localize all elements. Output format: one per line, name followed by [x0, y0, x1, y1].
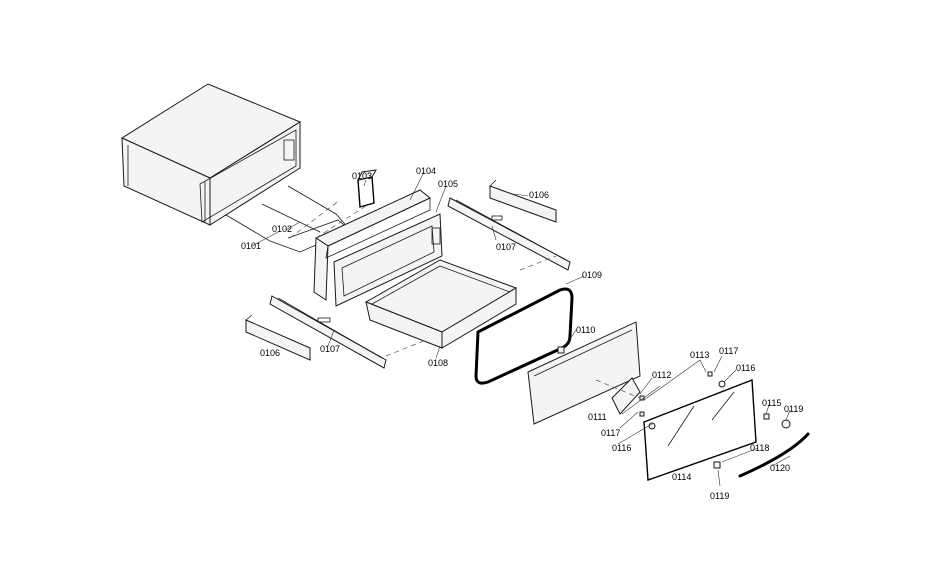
- inner-panel-0105: [333, 213, 443, 307]
- label-0117: 0117: [719, 346, 738, 356]
- label-0114: 0114: [672, 472, 691, 482]
- slide-0107-upper: [447, 197, 571, 271]
- label-0112: 0112: [652, 370, 671, 380]
- label-0104: 0104: [416, 166, 436, 176]
- label-0120: 0120: [770, 463, 790, 473]
- front-panel-0110: [527, 321, 641, 425]
- label-0119: 0119: [710, 491, 729, 501]
- label-0105: 0105: [438, 179, 458, 189]
- label-0108: 0108: [428, 358, 448, 368]
- label-0118: 0118: [750, 443, 769, 453]
- gasket-0109: [474, 287, 574, 385]
- part-0103: [357, 169, 377, 208]
- handle-0120: [738, 432, 810, 478]
- label-0106: 0106: [260, 348, 280, 358]
- door-frame-0104: [313, 189, 431, 301]
- label-0101: 0101: [241, 241, 261, 251]
- label-0106: 0106: [529, 190, 549, 200]
- label-0111: 0111: [588, 412, 607, 422]
- label-0102: 0102: [272, 224, 292, 234]
- label-0119: 0119: [784, 404, 803, 414]
- slide-0107-lower: [269, 295, 387, 369]
- label-0110: 0110: [576, 325, 595, 335]
- label-0116: 0116: [736, 363, 755, 373]
- drawer-0108: [364, 259, 518, 349]
- rail-0106-upper: [489, 179, 557, 223]
- part-labels: 0101 0102 0103 0104 0105 0106 0107 0106 …: [241, 166, 803, 501]
- label-0109: 0109: [582, 270, 602, 280]
- housing-box: [120, 83, 302, 226]
- label-0116: 0116: [612, 443, 631, 453]
- label-0107: 0107: [496, 242, 516, 252]
- label-0107: 0107: [320, 344, 340, 354]
- label-0117: 0117: [601, 428, 620, 438]
- leader-lines: [251, 171, 791, 487]
- rail-0106-lower: [245, 314, 311, 361]
- bracket-0111: [611, 377, 641, 415]
- glass-front-0114: [643, 379, 757, 481]
- label-0103: 0103: [352, 171, 372, 181]
- fasteners: [557, 346, 791, 469]
- label-0113: 0113: [690, 350, 709, 360]
- alignment-lines: [289, 199, 641, 399]
- label-0115: 0115: [762, 398, 781, 408]
